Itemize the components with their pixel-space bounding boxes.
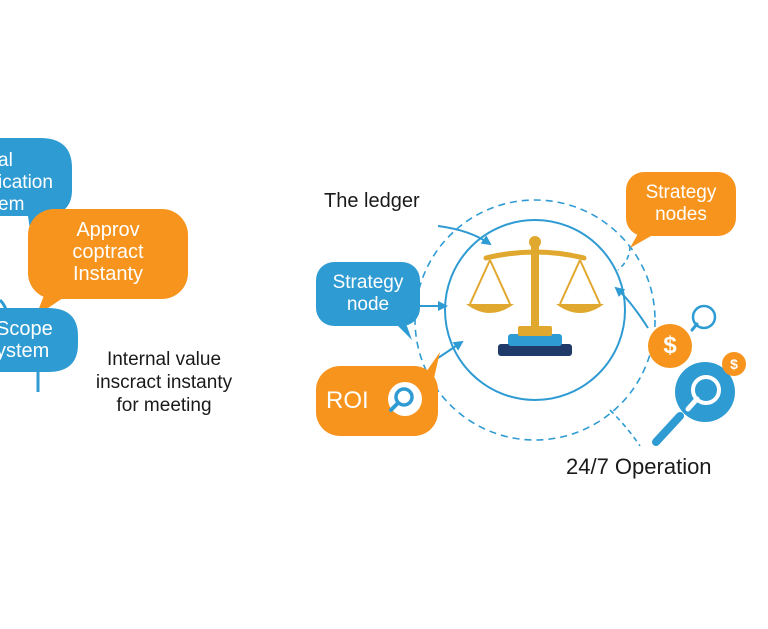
left-caption: Internal value inscract instanty for mee… xyxy=(76,348,252,417)
bubble-line: Scope xyxy=(0,318,53,340)
bubble-roi xyxy=(316,352,440,436)
bubble-line: Strategy xyxy=(645,182,717,203)
bubble-scope-system-text: Scope ystem xyxy=(0,318,53,362)
ledger-label: The ledger xyxy=(324,190,420,212)
dollar-symbol: $ xyxy=(663,332,677,359)
bubble-line: node xyxy=(346,294,390,315)
arrow-roi xyxy=(437,340,464,359)
magnifier-icon xyxy=(388,382,422,416)
bubble-line: Approv xyxy=(76,219,140,241)
arrow-dollar xyxy=(614,286,649,329)
bubble-strategy-nodes-text: Strategy nodes xyxy=(626,182,736,226)
small-dollar-icon xyxy=(722,352,746,376)
balance-scale-icon xyxy=(466,236,604,356)
bubble-line: em xyxy=(0,194,25,215)
right-cluster xyxy=(316,172,746,447)
bubble-strategy-node xyxy=(316,262,420,340)
bubble-roi-text: ROI xyxy=(326,387,369,414)
dollar-icon xyxy=(648,304,717,368)
bubble-line: coptract xyxy=(72,241,144,263)
small-dollar-symbol: $ xyxy=(730,356,738,372)
caption-line: for meeting xyxy=(116,395,212,416)
bubble-line: nodes xyxy=(655,204,707,225)
search-coin-icon xyxy=(652,362,735,446)
arrow-ledger xyxy=(437,225,492,246)
bubble-strategy-nodes xyxy=(626,172,736,248)
bubble-line: Instanty xyxy=(72,263,144,285)
bubble-line: al xyxy=(0,150,13,171)
bubble-line: Strategy xyxy=(332,272,404,293)
caption-line: Internal value xyxy=(106,349,222,370)
bubble-scope-system xyxy=(0,308,78,372)
bubble-strategy-node-text: Strategy node xyxy=(316,272,420,316)
bubble-verification-system xyxy=(0,138,72,230)
caption-line: inscract instanty xyxy=(95,372,233,393)
left-cluster xyxy=(0,138,188,392)
arrow-operation xyxy=(609,409,641,447)
bubble-line: ystem xyxy=(0,340,50,362)
bubble-approve-contract-text: Approv coptract Instanty xyxy=(34,219,182,285)
operation-label: 24/7 Operation xyxy=(566,454,712,479)
bubble-line: ication xyxy=(0,172,53,193)
bubble-verification-system-text: al ication em xyxy=(0,150,53,216)
arrow-strategy-nodes xyxy=(617,245,631,271)
